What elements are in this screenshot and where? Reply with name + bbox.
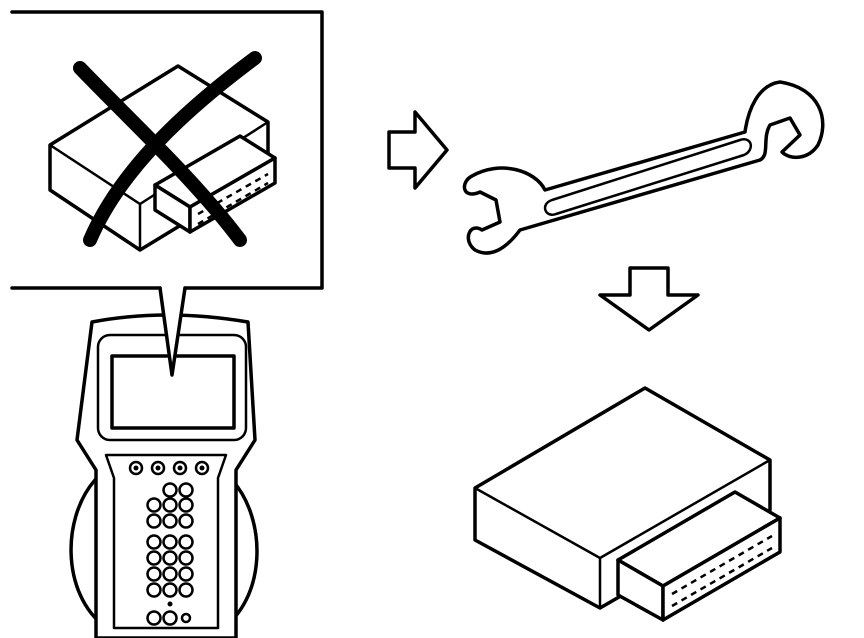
scan-tool (69, 313, 259, 638)
scan-tool-keypad (146, 482, 194, 626)
callout-frame (10, 10, 324, 290)
cross-mark (73, 51, 262, 247)
control-module-icon (473, 386, 782, 622)
callout-tail (158, 286, 187, 377)
callout-box (10, 10, 324, 377)
scan-tool-function-keys (128, 460, 210, 476)
arrow-right-icon (387, 110, 449, 190)
open-end-wrench-icon (462, 80, 825, 255)
scan-tool-faceplate (104, 453, 228, 630)
arrow-down-icon (598, 266, 700, 332)
